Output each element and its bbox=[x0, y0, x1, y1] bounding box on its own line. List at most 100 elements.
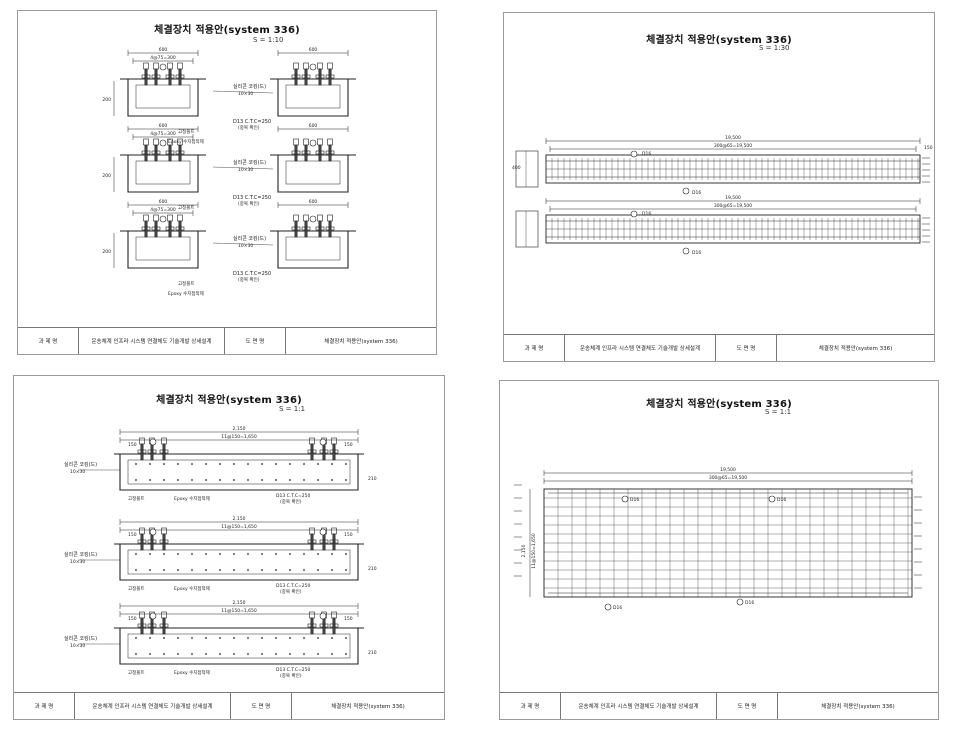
rebar-dot bbox=[177, 569, 179, 571]
note-bolt-sub: (중복 확인) bbox=[280, 588, 302, 595]
dim-label-spacing: 300@65=19,500 bbox=[714, 203, 752, 209]
rebar-dot bbox=[177, 653, 179, 655]
fastener-assembly bbox=[137, 437, 147, 461]
fastener-assembly bbox=[315, 214, 325, 238]
sheet-title: 체결장치 적용안(system 336) bbox=[154, 25, 300, 36]
dim-label-spacing: 11@150=1,650 bbox=[221, 524, 257, 530]
callout-circle bbox=[630, 210, 638, 218]
rebar-dot bbox=[177, 637, 179, 639]
dim-label-spacing: 11@150=1,650 bbox=[221, 608, 257, 614]
rebar-tag: D16 bbox=[613, 605, 622, 611]
callout-circle bbox=[621, 495, 629, 503]
dim-label-right: 150 bbox=[924, 145, 933, 151]
callout-circle bbox=[309, 63, 317, 71]
dim-label-width: 600 bbox=[309, 199, 318, 205]
callout-circle bbox=[630, 150, 638, 158]
sheet-scale: S = 1:10 bbox=[253, 36, 284, 44]
fastener-assembly bbox=[175, 138, 185, 162]
rebar-dot bbox=[275, 553, 277, 555]
rebar-dot bbox=[247, 553, 249, 555]
fastener-assembly bbox=[151, 214, 161, 238]
rebar-dot bbox=[345, 479, 347, 481]
rebar-dot bbox=[135, 637, 137, 639]
dim-label-height: 200 bbox=[102, 249, 111, 255]
fastener-assembly bbox=[159, 437, 169, 461]
note-epoxy: Epoxy 수지접착제 bbox=[174, 495, 210, 502]
note-fix: 고정볼트 bbox=[178, 280, 195, 287]
rebar-dot bbox=[261, 479, 263, 481]
fastener-assembly bbox=[165, 214, 175, 238]
sheet-scale: S = 1:30 bbox=[759, 44, 790, 52]
dim-label-width: 600 bbox=[159, 123, 168, 129]
rebar-dot bbox=[303, 553, 305, 555]
callout-circle bbox=[159, 139, 167, 147]
rebar-dot bbox=[331, 653, 333, 655]
rebar-dot bbox=[261, 463, 263, 465]
rebar-dot bbox=[303, 463, 305, 465]
note-bolt-sub: (중복 확인) bbox=[280, 672, 302, 679]
rebar-dot bbox=[233, 463, 235, 465]
section-outline bbox=[277, 155, 349, 193]
tb-drawing-name: 체결장치 적용안(system 336) bbox=[818, 346, 893, 352]
tb-drawing-label: 도 면 명 bbox=[716, 335, 777, 361]
callout-circle bbox=[768, 495, 776, 503]
rebar-dot bbox=[345, 553, 347, 555]
callout-circle bbox=[309, 139, 317, 147]
note-bolt-sub: (중복 확인) bbox=[238, 276, 260, 283]
note-epoxy: Epoxy 수지접착제 bbox=[174, 585, 210, 592]
tb-project-name: 운송체계 인프라 시스템 연결체도 기술개발 상세설계 bbox=[561, 693, 717, 719]
note-bolt-sub: (중복 확인) bbox=[280, 498, 302, 505]
fastener-assembly bbox=[151, 138, 161, 162]
rebar-dot bbox=[219, 479, 221, 481]
note-bolt-sub: (중복 확인) bbox=[238, 124, 260, 131]
tb-project-label: 과 제 명 bbox=[18, 328, 79, 354]
rebar-tag: D16 bbox=[642, 151, 651, 157]
sheet-scale: S = 1:1 bbox=[765, 408, 792, 416]
dim-label-spacing: 4@75=300 bbox=[150, 207, 176, 213]
rebar-dot bbox=[317, 479, 319, 481]
rebar-dot bbox=[261, 653, 263, 655]
rebar-dot bbox=[303, 637, 305, 639]
rebar-dot bbox=[191, 479, 193, 481]
dim-label-spacing: 4@75=300 bbox=[150, 55, 176, 61]
rebar-dot bbox=[177, 479, 179, 481]
dim-label-side: 210 bbox=[368, 566, 377, 572]
fastener-assembly bbox=[325, 138, 335, 162]
dim-label-left: 150 bbox=[128, 616, 137, 622]
rebar-dot bbox=[233, 569, 235, 571]
rebar-dot bbox=[149, 569, 151, 571]
dim-label-width: 600 bbox=[309, 123, 318, 129]
rebar-dot bbox=[331, 637, 333, 639]
tb-project-label: 과 제 명 bbox=[504, 335, 565, 361]
note-grout-size: 10×30 bbox=[70, 643, 85, 649]
fastener-assembly bbox=[291, 214, 301, 238]
fastener-assembly bbox=[301, 214, 311, 238]
rebar-dot bbox=[317, 653, 319, 655]
tb-drawing-name: 체결장치 적용안(system 336) bbox=[331, 704, 405, 710]
rebar-dot bbox=[261, 569, 263, 571]
fastener-assembly bbox=[141, 138, 151, 162]
drawing-sheet-1: 체결장치 적용안(system 336) S = 1:10 600 4@75=30… bbox=[17, 10, 437, 355]
note-bolt: D13 C.T.C=250 bbox=[276, 583, 310, 589]
note-grout: 실리콘 코킹(드) bbox=[64, 551, 97, 558]
callout-circle bbox=[149, 528, 157, 536]
callout-circle bbox=[736, 598, 744, 606]
rebar-dot bbox=[247, 653, 249, 655]
rebar-tag: D16 bbox=[745, 600, 754, 606]
rebar-tag: D16 bbox=[642, 211, 651, 217]
rebar-dot bbox=[247, 463, 249, 465]
rebar-dot bbox=[135, 463, 137, 465]
rebar-dot bbox=[205, 637, 207, 639]
rebar-dot bbox=[205, 479, 207, 481]
dim-label-side: 210 bbox=[368, 476, 377, 482]
note-epoxy: Epoxy 수지접착제 bbox=[168, 290, 204, 297]
rebar-dot bbox=[205, 463, 207, 465]
sheet-title: 체결장치 적용안(system 336) bbox=[646, 35, 792, 46]
rebar-dot bbox=[219, 569, 221, 571]
section-outline bbox=[119, 628, 359, 665]
rebar-dot bbox=[149, 637, 151, 639]
